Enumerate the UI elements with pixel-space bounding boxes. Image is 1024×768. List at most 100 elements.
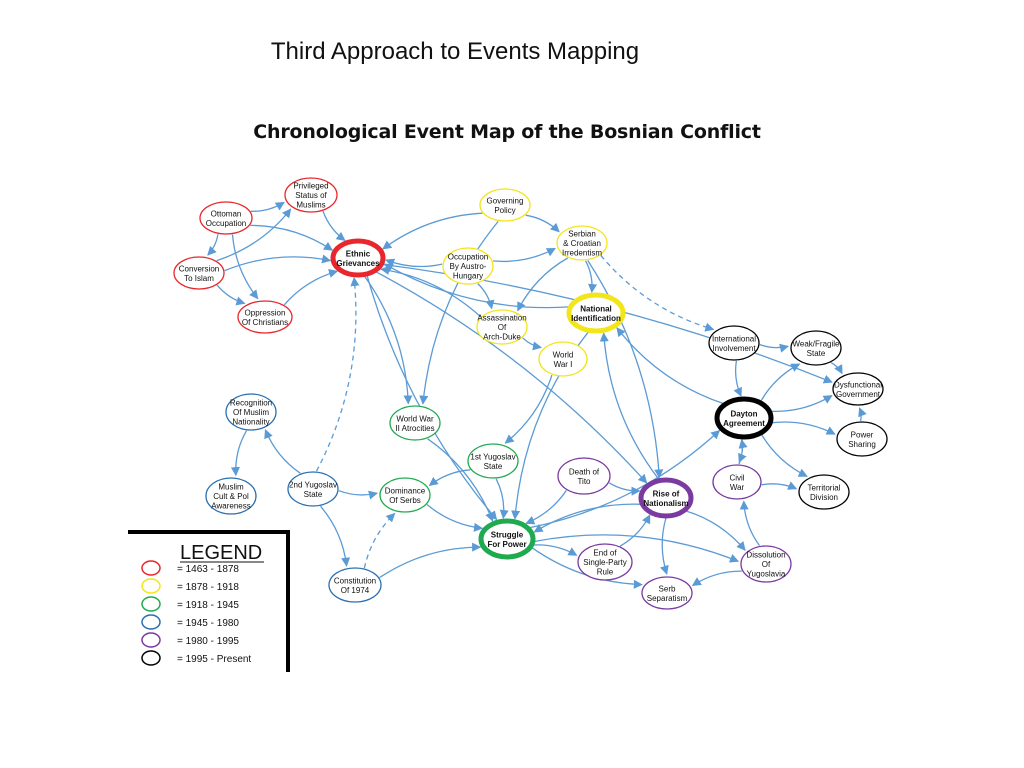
- legend-items: = 1463 - 1878= 1878 - 1918= 1918 - 1945=…: [141, 560, 251, 666]
- event-node-outline: [328, 567, 382, 603]
- event-node-label: Muslim: [218, 483, 244, 492]
- dashed-arrow-serbian-to-international: [600, 254, 715, 332]
- event-node-outline: [577, 543, 633, 581]
- legend-label: = 1995 - Present: [177, 654, 251, 665]
- dashed-arrow-dayton-to-civilwar: [738, 437, 747, 463]
- event-node-label: Of: [762, 560, 771, 569]
- event-node-outline: [237, 300, 293, 334]
- arrow-governing-to-serbian: [525, 214, 560, 233]
- arrow-assassination-to-ww1: [522, 337, 542, 351]
- event-node-outline: [476, 309, 528, 345]
- event-node-outline: [836, 421, 888, 457]
- arrow-international-to-dayton: [733, 360, 742, 397]
- event-node-outline: [832, 372, 884, 406]
- legend-swatch: [141, 614, 161, 630]
- event-node-label: Identification: [571, 314, 621, 323]
- page-title: Third Approach to Events Mapping: [270, 38, 640, 65]
- event-node-outline: [538, 341, 588, 377]
- event-node-label: Dysfunctional: [834, 380, 882, 389]
- arrow-civilwar-to-dayton: [738, 439, 748, 465]
- event-node-label: State: [484, 462, 503, 471]
- event-node-label: Ethnic: [346, 249, 371, 258]
- event-node-label: II Atrocities: [395, 424, 434, 433]
- event-node-label: Constitution: [334, 576, 376, 585]
- legend-label: = 1918 - 1945: [177, 600, 239, 611]
- event-node-label: Struggle: [491, 530, 524, 539]
- arrow-power-to-dysfunctional: [858, 407, 867, 422]
- event-node-outline: [712, 464, 762, 500]
- event-node-label: Separatism: [647, 594, 688, 603]
- event-node-label: Death of: [569, 467, 600, 476]
- arrow-occupation-to-assassination: [477, 283, 495, 310]
- arrow-endsingle-to-rise: [619, 514, 651, 547]
- event-node-label: & Croatian: [563, 239, 601, 248]
- event-node-outline: [798, 474, 850, 510]
- arrow-yugo1-to-struggle: [495, 478, 509, 520]
- event-node-label: Ottoman: [211, 209, 242, 218]
- event-node-outline: [467, 443, 519, 479]
- arrow-yugo1-to-dominance: [428, 469, 471, 487]
- event-node-label: Of 1974: [341, 586, 370, 595]
- arrow-dayton-to-national: [616, 327, 725, 405]
- arrow-dayton-to-dysfunctional: [770, 395, 833, 413]
- arrow-struggle-to-dissolution: [533, 534, 740, 563]
- event-node-outline: [638, 477, 694, 519]
- arrow-conversion-to-privileged: [216, 208, 292, 262]
- legend-swatch: [141, 596, 161, 612]
- arrow-dayton-to-weak: [759, 363, 801, 403]
- event-node-label: Rule: [597, 568, 614, 577]
- event-node-label: 2nd Yugoslav: [289, 480, 337, 489]
- legend-frame: [128, 530, 290, 672]
- event-node-label: State: [304, 490, 323, 499]
- arrow-ethnic-to-ww2: [363, 275, 413, 405]
- arrow-ottoman-to-privileged: [250, 201, 285, 212]
- event-node-label: Oppression: [245, 308, 286, 317]
- event-node-label: Of Muslim: [233, 408, 269, 417]
- event-node-label: Of Serbs: [389, 496, 421, 505]
- event-node-label: Serb: [659, 584, 676, 593]
- event-node-outline: [287, 471, 339, 507]
- event-node-label: Dominance: [385, 486, 426, 495]
- event-node-label: State: [807, 349, 826, 358]
- event-node-outline: [284, 177, 338, 213]
- arrow-ethnic-to-struggle: [366, 274, 498, 521]
- arrow-dayton-to-power: [771, 421, 836, 435]
- event-node-label: Conversion: [179, 264, 219, 273]
- event-node-outline: [479, 188, 531, 222]
- event-node-label: Awareness: [211, 502, 250, 511]
- event-node-label: Occupation: [206, 219, 246, 228]
- edge-layer: [207, 201, 867, 589]
- event-node-outline: [478, 518, 536, 560]
- event-node-outline: [556, 225, 608, 261]
- event-node-outline: [641, 576, 693, 610]
- legend-label: = 1980 - 1995: [177, 636, 239, 647]
- event-node-outline: [557, 457, 611, 495]
- arrow-recognition-to-muslimcult: [230, 430, 248, 477]
- event-node-outline: [173, 256, 225, 290]
- arrow-rise-to-national: [599, 332, 660, 481]
- event-node-label: Tito: [577, 477, 591, 486]
- arrow-occupation-to-ethnic: [385, 258, 443, 268]
- event-node-label: Yugoslavia: [747, 570, 786, 579]
- event-node-label: Dayton: [730, 409, 757, 418]
- event-node-label: End of: [593, 549, 617, 558]
- event-node-label: World: [553, 350, 574, 359]
- arrow-yugo2-to-recognition: [264, 429, 301, 474]
- legend-swatch: [141, 578, 161, 594]
- event-node-outline: [740, 545, 792, 583]
- event-node-outline: [566, 292, 626, 334]
- arrow-governing-to-ww2: [419, 220, 499, 405]
